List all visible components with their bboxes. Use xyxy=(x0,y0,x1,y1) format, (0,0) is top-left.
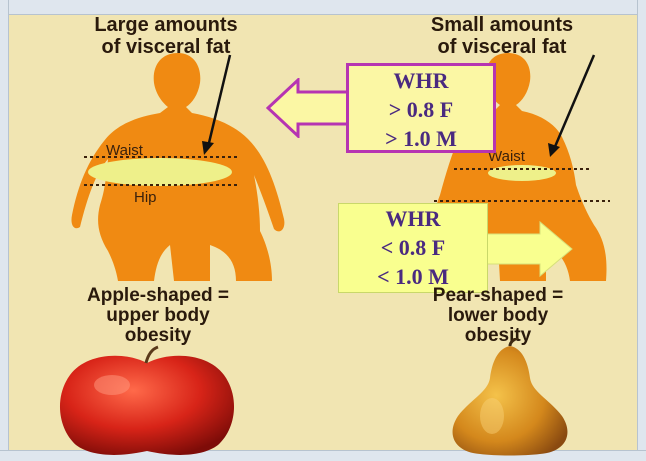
right-caption-line1: Small amounts xyxy=(366,14,638,36)
pear-shape-line1: Pear-shaped = xyxy=(358,286,638,306)
right-caption: Small amounts of visceral fat xyxy=(366,14,638,58)
visceral-fat-cluster-right xyxy=(488,165,556,181)
whr-high-arrow xyxy=(266,78,350,138)
frame-right-border xyxy=(637,0,646,461)
pear-highlight xyxy=(480,398,504,434)
pear-shape-label: Pear-shaped = lower body obesity xyxy=(358,286,638,346)
whr-high-male: > 1.0 M xyxy=(349,124,493,153)
hip-label-left: Hip xyxy=(134,189,157,206)
pear-fruit-body xyxy=(453,346,568,456)
pear-stem xyxy=(510,338,518,346)
pear-shape-line2: lower body xyxy=(358,306,638,326)
apple-fruit-body xyxy=(60,356,234,455)
whr-high-female: > 0.8 F xyxy=(349,95,493,124)
whr-low-arrow-shape xyxy=(486,222,572,276)
left-caption-line1: Large amounts xyxy=(36,14,296,36)
pointer-arrow-right xyxy=(554,55,594,149)
apple-shape-line2: upper body xyxy=(8,306,308,326)
apple-shape-line3: obesity xyxy=(8,326,308,346)
whr-high-arrow-shape xyxy=(268,80,348,136)
pear-image xyxy=(440,338,580,456)
left-caption: Large amounts of visceral fat xyxy=(36,14,296,58)
whr-high-box: WHR > 0.8 F > 1.0 M xyxy=(346,63,496,153)
visceral-fat-cluster-left xyxy=(88,158,232,186)
whr-low-female: < 0.8 F xyxy=(339,233,487,262)
waist-label-left: Waist xyxy=(106,142,143,159)
whr-low-arrow xyxy=(484,220,574,278)
whr-high-title: WHR xyxy=(349,66,493,95)
whr-low-box: WHR < 0.8 F < 1.0 M xyxy=(338,203,488,293)
right-caption-line2: of visceral fat xyxy=(366,36,638,58)
left-caption-line2: of visceral fat xyxy=(36,36,296,58)
frame-top-border xyxy=(0,0,646,15)
apple-shape-label: Apple-shaped = upper body obesity xyxy=(8,286,308,346)
apple-highlight xyxy=(94,375,130,395)
whr-low-title: WHR xyxy=(339,204,487,233)
apple-image xyxy=(52,345,242,457)
apple-shape-line1: Apple-shaped = xyxy=(8,286,308,306)
frame-left-border xyxy=(0,0,9,461)
